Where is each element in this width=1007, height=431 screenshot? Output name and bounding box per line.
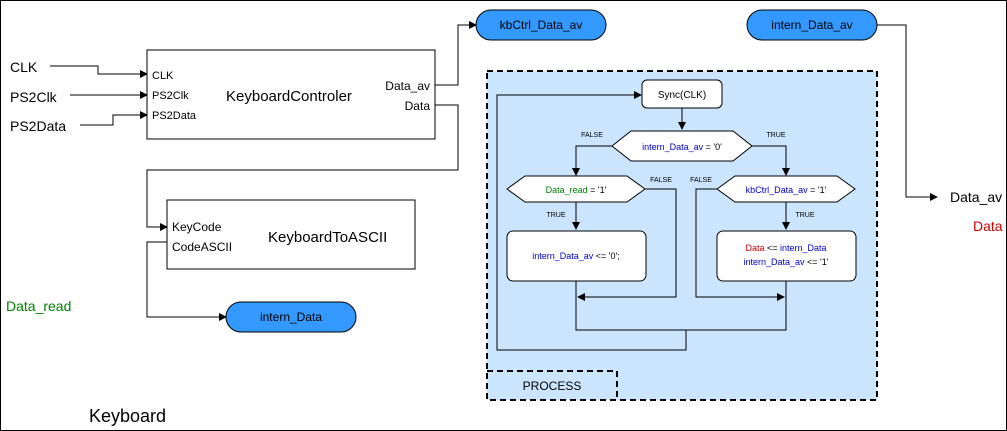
right-false-label: FALSE xyxy=(690,177,712,184)
decision-left-var: Data_read xyxy=(546,185,588,195)
data-av-wire xyxy=(435,21,477,86)
input-ps2clk-label: PS2Clk xyxy=(10,89,58,105)
left-false-label: FALSE xyxy=(650,177,672,184)
ps2data-wire xyxy=(80,111,148,126)
kc-port-data: Data xyxy=(405,99,431,113)
intern-data-label: intern_Data xyxy=(260,310,322,324)
input-ps2data-label: PS2Data xyxy=(10,118,66,134)
intern-data-av-label: intern_Data_av xyxy=(771,18,852,32)
decision-right-rest: = '1' xyxy=(808,185,827,195)
data-wire xyxy=(146,104,459,231)
keyboard-controler-title: KeyboardControler xyxy=(226,88,352,105)
keyboard-label: Keyboard xyxy=(89,406,166,426)
decision-main-rest: = '0' xyxy=(703,142,722,152)
decision-main-text: intern_Data_av = '0' xyxy=(642,142,722,152)
action-right-line1: Data <= intern_Data xyxy=(745,243,826,253)
kc-port-data-av: Data_av xyxy=(385,79,430,93)
action-left-text: intern_Data_av <= '0'; xyxy=(532,251,620,261)
action-right-box xyxy=(716,230,857,282)
kta-port-codeascii: CodeASCII xyxy=(172,240,232,254)
right-true-label: TRUE xyxy=(795,212,814,219)
kc-port-ps2clk: PS2Clk xyxy=(152,90,189,102)
sync-clk-label: Sync(CLK) xyxy=(658,90,706,101)
keyboard-to-ascii-title: KeyboardToASCII xyxy=(268,229,387,246)
loop-back-wire xyxy=(496,91,687,351)
intern-data-signal xyxy=(225,301,357,333)
action-right-var1: Data xyxy=(745,243,764,253)
action-right-op: <= xyxy=(764,243,780,253)
decision-left-rest: = '1' xyxy=(588,185,607,195)
input-clk-label: CLK xyxy=(10,59,38,75)
main-true-wire xyxy=(752,145,790,176)
main-false-label: FALSE xyxy=(581,132,603,139)
kta-port-keycode: KeyCode xyxy=(172,220,222,234)
kbctrl-data-av-label: kbCtrl_Data_av xyxy=(500,18,583,32)
output-data-av-label: Data_av xyxy=(950,189,1002,205)
right-false-wire xyxy=(695,188,785,301)
decision-main-var: intern_Data_av xyxy=(642,142,704,152)
decision-right xyxy=(716,175,856,203)
action-left-var: intern_Data_av xyxy=(532,251,594,261)
decision-right-var: kbCtrl_Data_av xyxy=(746,185,809,195)
kc-port-clk: CLK xyxy=(152,70,174,82)
decision-right-text: kbCtrl_Data_av = '1' xyxy=(746,185,827,195)
kc-port-ps2data: PS2Data xyxy=(152,110,197,122)
data-av-out-wire xyxy=(877,24,938,201)
action-right-line2-rest: <= '1' xyxy=(805,257,829,267)
main-true-label: TRUE xyxy=(766,132,785,139)
action-left-rest: <= '0'; xyxy=(593,251,619,261)
keyboard-to-ascii-block xyxy=(166,199,416,270)
output-data-label: Data xyxy=(973,218,1003,234)
process-label: PROCESS xyxy=(523,379,582,393)
process-tab xyxy=(486,370,618,401)
kbctrl-data-av-signal xyxy=(475,9,607,41)
codeascii-wire xyxy=(146,241,227,321)
decision-left-text: Data_read = '1' xyxy=(546,185,607,195)
merge-wire xyxy=(575,281,787,331)
main-false-wire xyxy=(572,145,612,176)
keyboard-controler-block xyxy=(146,49,436,140)
output-data-read-label: Data_read xyxy=(6,298,71,314)
clk-wire xyxy=(50,65,148,78)
left-true-label: TRUE xyxy=(546,212,565,219)
action-right-line2: intern_Data_av <= '1' xyxy=(743,257,828,267)
action-right-line2-var: intern_Data_av xyxy=(743,257,805,267)
action-right-var2: intern_Data xyxy=(780,243,827,253)
left-false-wire xyxy=(577,188,677,301)
